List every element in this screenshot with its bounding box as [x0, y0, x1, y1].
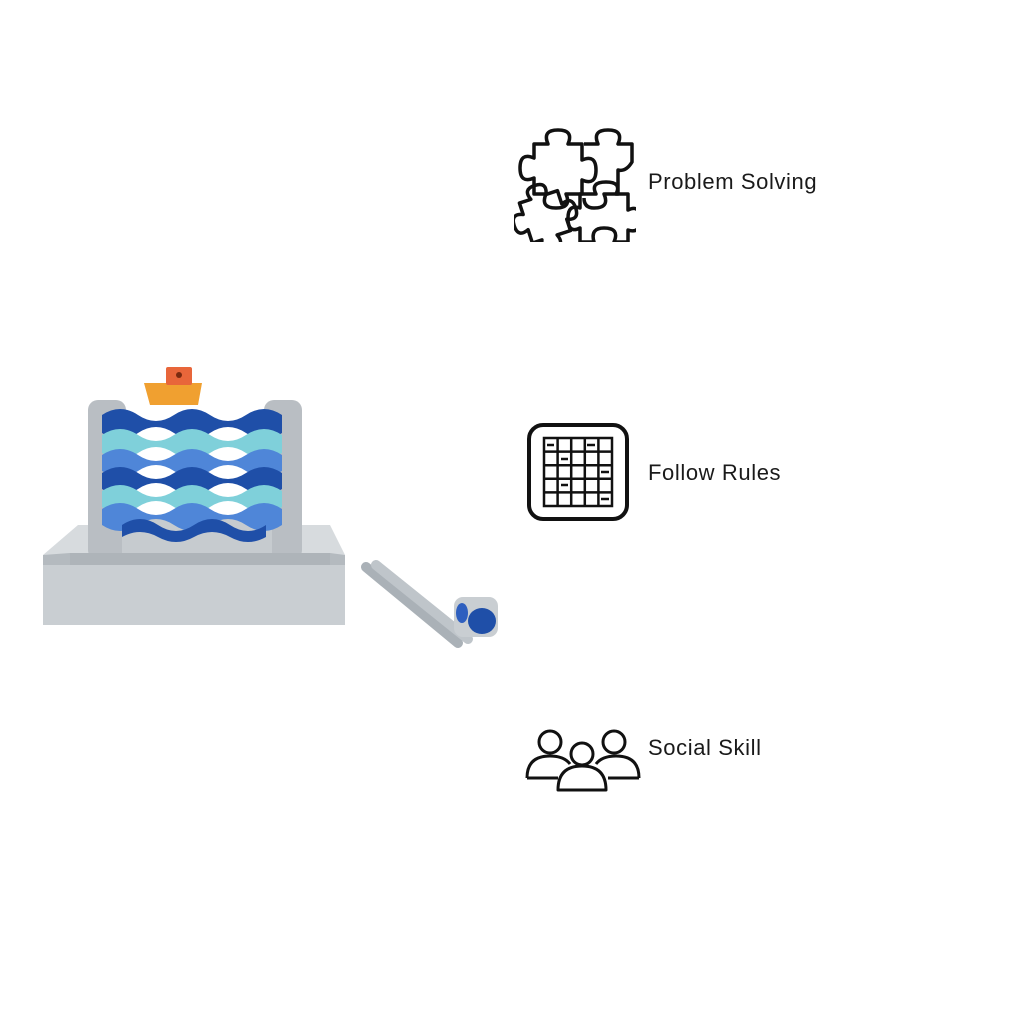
tray-front	[43, 565, 345, 625]
benefit-label: Problem Solving	[648, 169, 818, 194]
benefit-follow-rules: Follow Rules	[526, 422, 781, 524]
people-group-icon	[525, 729, 641, 792]
benefit-label: Follow Rules	[648, 460, 782, 485]
benefit-label: Social Skill	[648, 735, 762, 760]
benefit-problem-solving: Problem Solving	[514, 122, 817, 242]
boat-hull	[144, 383, 202, 405]
poke-sticks	[361, 560, 473, 648]
color-die	[454, 597, 498, 637]
benefit-social-skill: Social Skill	[524, 728, 762, 794]
rules-grid-icon	[527, 423, 629, 521]
tray-inner	[70, 553, 330, 565]
product-image	[43, 367, 498, 648]
wave-stack	[102, 409, 282, 542]
puzzle-pieces-icon	[514, 128, 636, 242]
